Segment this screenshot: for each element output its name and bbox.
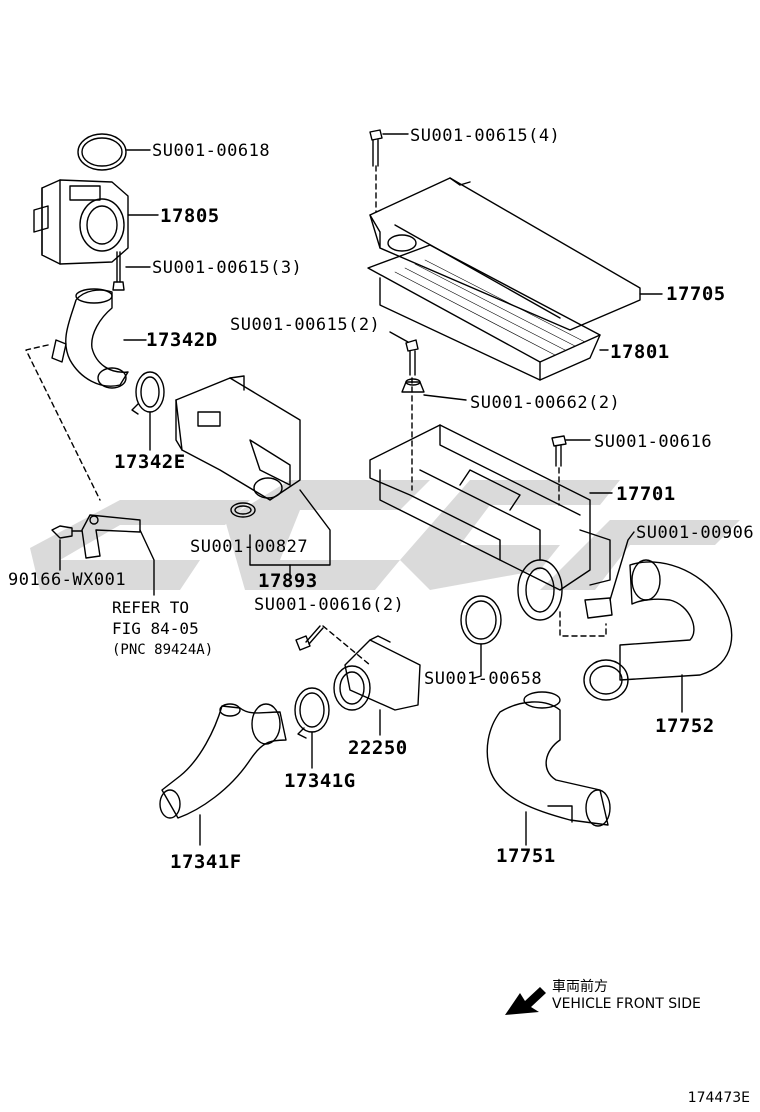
label-17751: 17751: [496, 845, 556, 867]
label-17805: 17805: [160, 205, 220, 227]
o-ring-top: [77, 133, 127, 171]
label-17342d: 17342D: [146, 329, 218, 351]
label-su001-00615-2: SU001-00615(2): [230, 315, 381, 335]
clamp-17341g: [294, 687, 330, 739]
bolt-90166: [51, 525, 83, 539]
label-su001-00906: SU001-00906: [636, 523, 755, 543]
grommet-00662: [401, 378, 425, 393]
label-su001-00658: SU001-00658: [424, 669, 543, 689]
filter-element-17801: [367, 244, 601, 381]
label-90166-wx001: 90166-WX001: [8, 570, 127, 590]
resonator-17893: [175, 375, 301, 501]
label-su001-00827: SU001-00827: [190, 537, 309, 557]
label-17705: 17705: [666, 283, 726, 305]
bolt-00616-2: [295, 625, 324, 651]
hose-17341f: [159, 703, 287, 819]
front-direction-arrow-icon: [505, 987, 546, 1015]
bolt-00616: [551, 435, 567, 467]
legend-japanese: 車両前方: [552, 979, 608, 995]
label-su001-00618: SU001-00618: [152, 141, 271, 161]
label-17701: 17701: [616, 483, 676, 505]
clamp-17342e: [131, 371, 165, 415]
label-17893: 17893: [258, 570, 318, 592]
legend-vehicle-front-side: VEHICLE FRONT SIDE: [552, 996, 701, 1012]
label-su001-00615-3: SU001-00615(3): [152, 258, 303, 278]
refer-line-1: REFER TO: [112, 598, 190, 617]
refer-line-2: FIG 84-05: [112, 619, 199, 638]
bracket-sensor: [81, 514, 141, 559]
refer-line-3: (PNC 89424A): [112, 642, 214, 658]
bolt-00615-4: [369, 129, 383, 167]
watermark-logo: [30, 480, 740, 590]
label-17801: 17801: [610, 341, 670, 363]
label-su001-00616-2: SU001-00616(2): [254, 595, 405, 615]
gasket-00658: [460, 595, 502, 645]
clip-00906: [584, 597, 613, 619]
label-17341g: 17341G: [284, 770, 356, 792]
hose-17751: [486, 691, 611, 827]
gasket-00827: [230, 502, 256, 518]
throttle-body: [33, 179, 129, 265]
hose-17752: [583, 559, 733, 701]
figure-id: 174473E: [687, 1090, 750, 1106]
label-17341f: 17341F: [170, 851, 242, 873]
label-su001-00616: SU001-00616: [594, 432, 713, 452]
label-su001-00615-4: SU001-00615(4): [410, 126, 561, 146]
bolt-00615-3: [112, 251, 125, 291]
label-17752: 17752: [655, 715, 715, 737]
air-cleaner-cap-17705: [369, 177, 641, 331]
maf-sensor-22250: [333, 635, 421, 711]
label-su001-00662-2: SU001-00662(2): [470, 393, 621, 413]
air-cleaner-case-17701: [369, 424, 611, 621]
label-17342e: 17342E: [114, 451, 186, 473]
label-22250: 22250: [348, 737, 408, 759]
bolt-00615-2: [405, 339, 419, 376]
hose-17342d: [51, 288, 129, 389]
